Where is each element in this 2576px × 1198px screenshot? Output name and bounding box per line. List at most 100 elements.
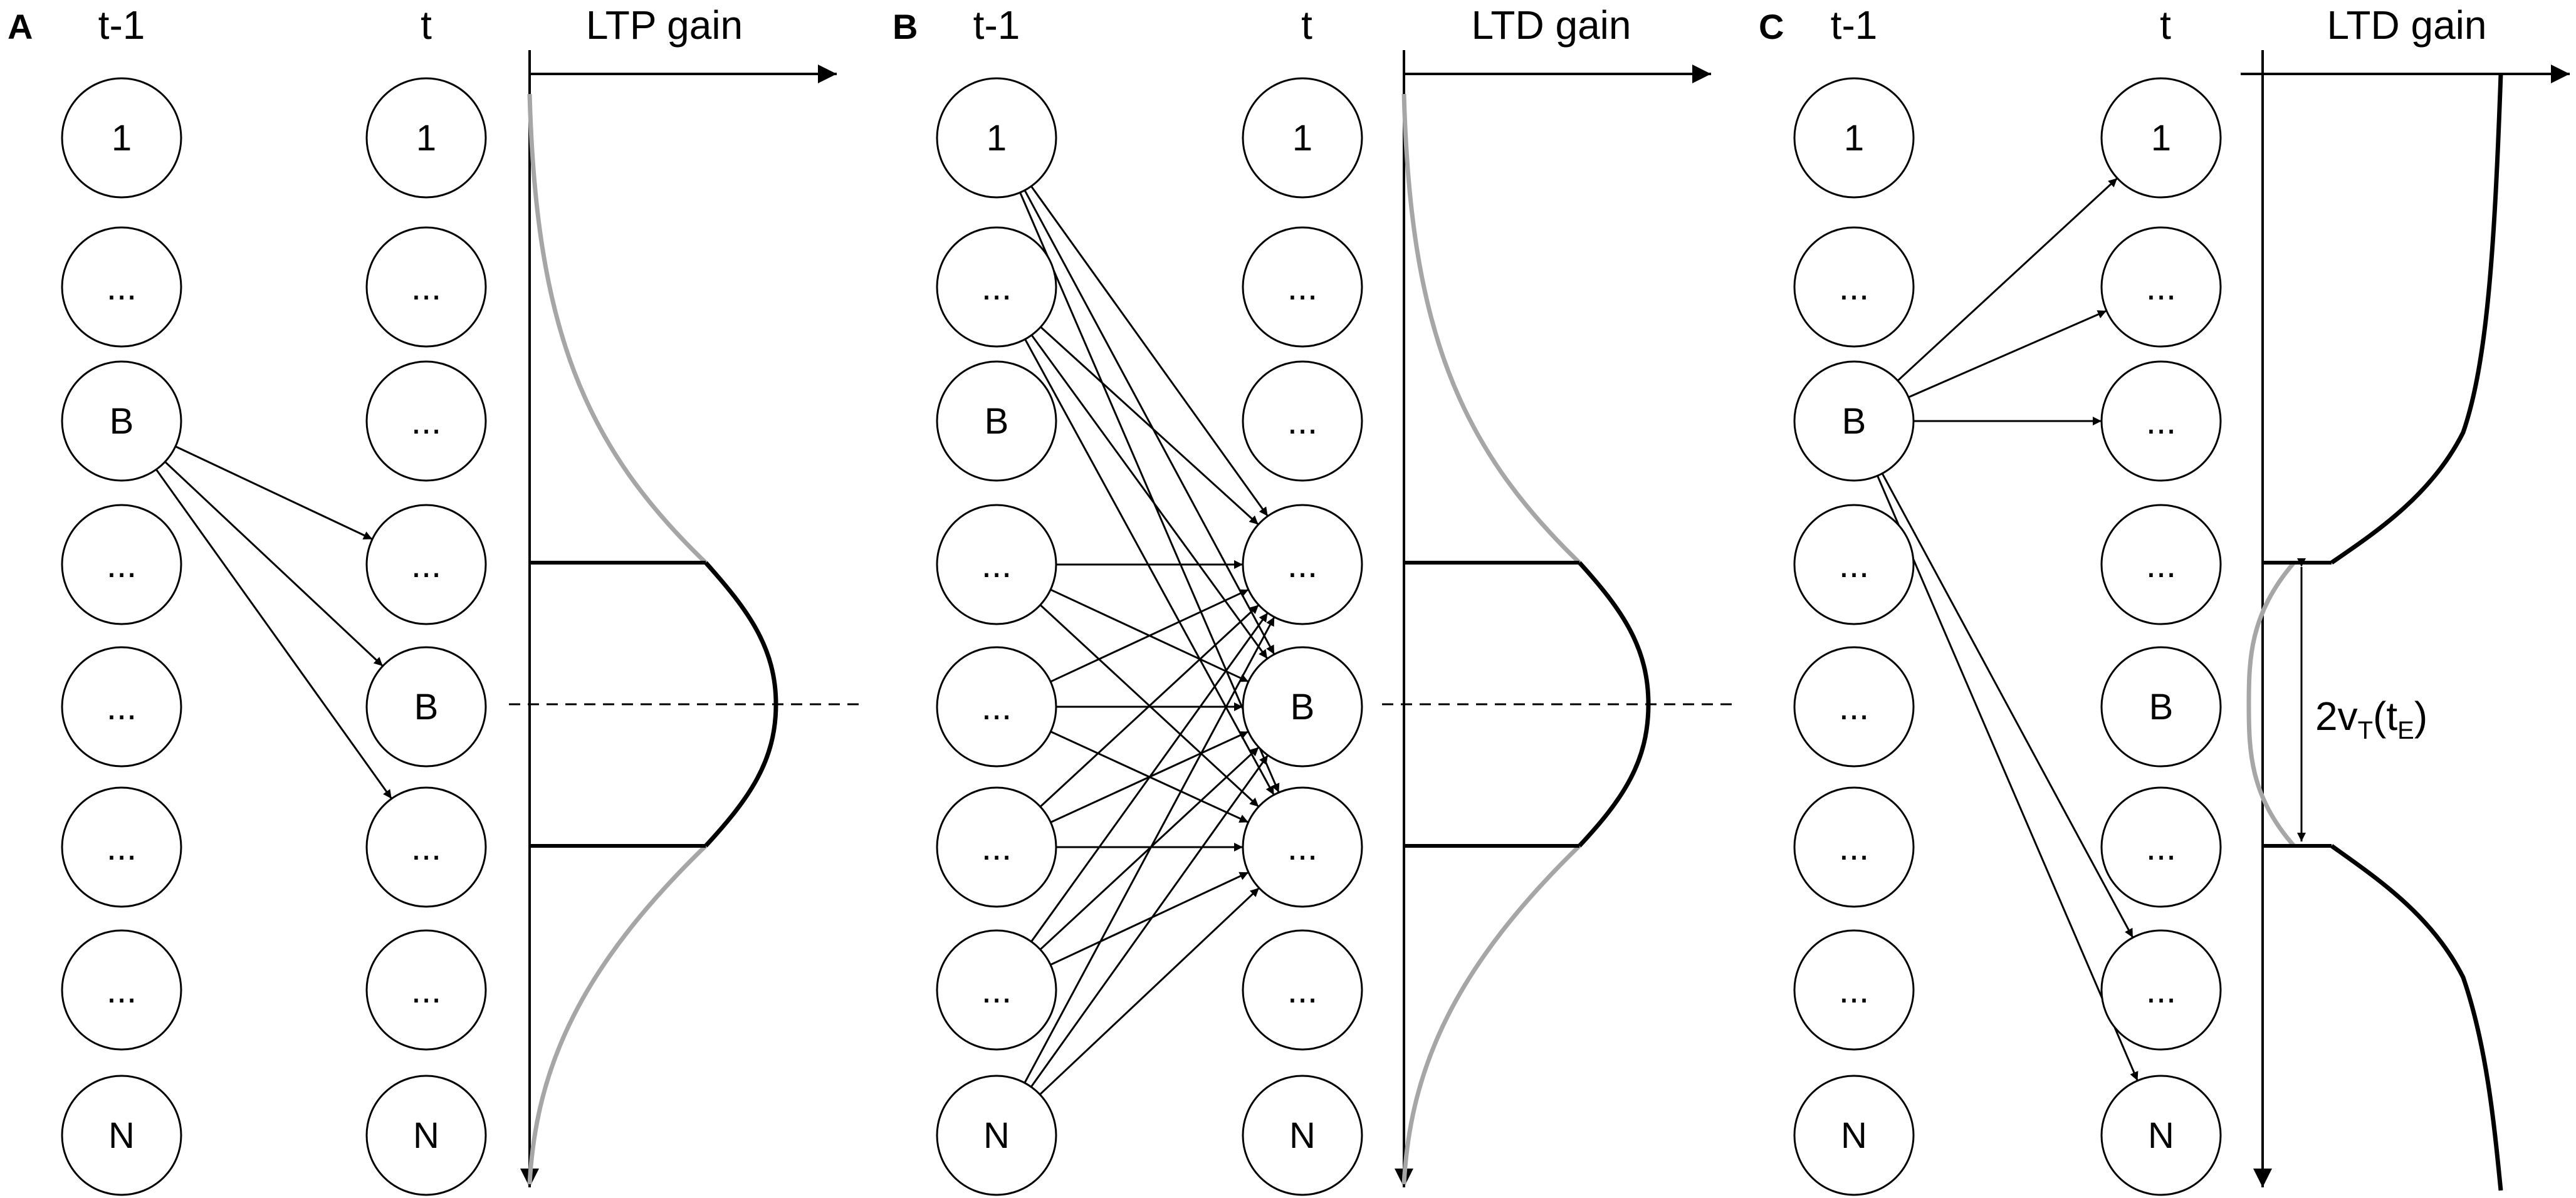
node-circle	[1242, 226, 1363, 348]
curr-layer-nodes: 1.........B......N	[2100, 77, 2222, 1196]
curr-node: ...	[1242, 504, 1363, 625]
node-label: ...	[411, 267, 441, 308]
node-circle	[2100, 786, 2222, 908]
connection-arrow	[1030, 334, 1269, 660]
curr-node: ...	[2100, 360, 2222, 482]
node-label: 1	[987, 118, 1007, 159]
connection-arrow	[1050, 588, 1249, 683]
node-label: ...	[411, 401, 441, 442]
node-circle	[1793, 226, 1915, 348]
node-label: ...	[1839, 687, 1869, 727]
node-label: ...	[2146, 401, 2176, 442]
node-circle	[1793, 646, 1915, 768]
node-label: 1	[1292, 118, 1312, 159]
node-label: ...	[107, 970, 137, 1011]
node-circle	[1793, 929, 1915, 1051]
node-label: ...	[2146, 827, 2176, 868]
prev-node: 1	[936, 77, 1057, 199]
node-circle	[2100, 77, 2222, 199]
gain-curve	[2246, 73, 2503, 1191]
curr-node: N	[2100, 1075, 2222, 1196]
node-label: B	[985, 401, 1009, 442]
prev-node: ...	[61, 929, 182, 1051]
gain-curve-faded-bottom	[1401, 844, 1581, 1185]
connection-arrow	[1897, 177, 2118, 382]
node-label: ...	[1287, 401, 1317, 442]
node-circle	[365, 1075, 487, 1196]
window-width-annotation: 2vT(tE)	[2297, 558, 2427, 841]
prev-layer-nodes: 1...B............N	[936, 77, 1057, 1196]
curr-node: 1	[365, 77, 487, 199]
connection-arrow	[1030, 754, 1269, 1088]
curr-node: ...	[1242, 226, 1363, 348]
gain-axis-label: LTD gain	[1472, 3, 1631, 48]
prev-node: N	[61, 1075, 182, 1196]
gain-axis-label: LTD gain	[2327, 3, 2487, 48]
prev-node: ...	[61, 646, 182, 768]
node-circle	[2100, 929, 2222, 1051]
node-circle	[936, 77, 1057, 199]
node-circle	[1793, 1075, 1915, 1196]
node-label: N	[1289, 1115, 1316, 1156]
connection-arrow	[1050, 871, 1249, 966]
node-label: ...	[1287, 267, 1317, 308]
connection-arrow	[1039, 887, 1260, 1095]
node-label: B	[110, 401, 134, 442]
prev-node: ...	[936, 646, 1057, 768]
connection-arrow	[155, 469, 392, 800]
node-circle	[1242, 929, 1363, 1051]
node-circle	[61, 1075, 182, 1196]
node-label: 1	[2151, 118, 2171, 159]
prev-timestep-label: t-1	[973, 3, 1020, 48]
gain-axis-label: LTP gain	[586, 3, 743, 48]
prev-node: N	[1793, 1075, 1915, 1196]
curr-node: ...	[1242, 929, 1363, 1051]
prev-layer-nodes: 1...B............N	[1793, 77, 1915, 1196]
prev-node: N	[936, 1075, 1057, 1196]
curr-node: B	[1242, 646, 1363, 768]
node-label: ...	[1839, 970, 1869, 1011]
curr-node: B	[2100, 646, 2222, 768]
gain-curve-faded-bottom	[527, 844, 708, 1185]
gain-curve	[527, 93, 778, 1185]
node-label: ...	[411, 970, 441, 1011]
connection-arrow	[1877, 475, 2139, 1081]
node-circle	[1242, 504, 1363, 625]
gain-curve-upper	[2330, 73, 2503, 565]
node-label: ...	[982, 544, 1012, 585]
curr-layer-nodes: 1......... B...... N	[1242, 77, 1363, 1196]
gain-curve-faded-top	[527, 93, 708, 565]
prev-node: 1	[1793, 77, 1915, 199]
prev-node: ...	[936, 504, 1057, 625]
curr-node: B	[365, 646, 487, 768]
curr-node: ...	[1242, 786, 1363, 908]
node-circle	[2100, 646, 2222, 768]
node-label: ...	[1839, 544, 1869, 585]
curr-node: ...	[1242, 360, 1363, 482]
node-circle	[1793, 360, 1915, 482]
prev-node: ...	[936, 929, 1057, 1051]
curr-node: 1	[1242, 77, 1363, 199]
node-label: ...	[982, 970, 1012, 1011]
curr-node: ...	[2100, 504, 2222, 625]
curr-timestep-label: t	[1301, 3, 1312, 48]
prev-layer-nodes: 1...B............N	[61, 77, 182, 1196]
gain-curve-faded-top	[1401, 93, 1581, 565]
node-label: ...	[2146, 267, 2176, 308]
curr-node: ...	[2100, 786, 2222, 908]
connection-arrow	[1030, 185, 1269, 517]
node-label: ...	[1287, 970, 1317, 1011]
node-label: ...	[1839, 827, 1869, 868]
node-label: B	[1842, 401, 1867, 442]
node-circle	[365, 226, 487, 348]
prev-node: B	[936, 360, 1057, 482]
node-label: ...	[1287, 827, 1317, 868]
connection-arrow	[164, 461, 384, 667]
node-circle	[936, 1075, 1057, 1196]
prev-node: ...	[61, 504, 182, 625]
prev-node: ...	[1793, 786, 1915, 908]
connection-arrow	[1024, 338, 1275, 796]
panel-letter-c: C	[1759, 7, 1784, 46]
prev-node: ...	[936, 786, 1057, 908]
connections	[155, 445, 392, 800]
